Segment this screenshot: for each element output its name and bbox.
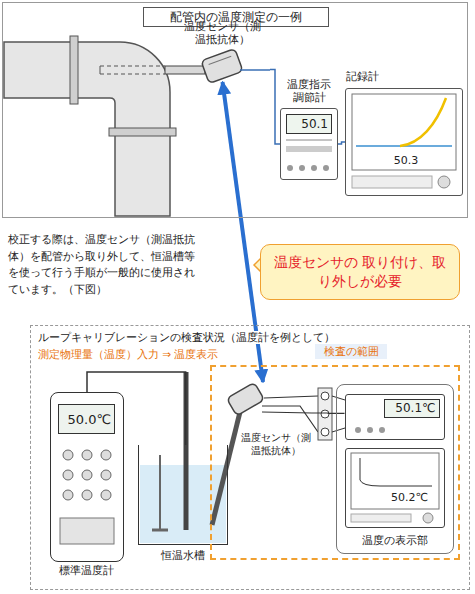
sensor-head (165, 66, 205, 74)
node-title: 50.0℃ (58, 404, 115, 434)
terminal-block (318, 388, 345, 440)
sensor-head-bottom (264, 396, 318, 398)
terminal-block (332, 428, 345, 432)
node-title: 温度指示調節計 (285, 78, 333, 104)
thermometer-keys (60, 518, 114, 544)
sensor: 温度センサ（測温抵抗体） (175, 20, 270, 82)
pipe (4, 36, 176, 216)
indicator-panel (351, 427, 439, 523)
recorder-box: 記録計50.3 (345, 88, 463, 196)
controller-panel (299, 165, 305, 171)
thermometer-keys (101, 450, 111, 460)
terminal-block (318, 388, 332, 440)
node-title: ループキャリブレーションの検査状況（温度計を例として） (36, 331, 337, 344)
terminal-block (321, 392, 329, 400)
wire (338, 142, 345, 144)
panel: 配管内の温度測定の一例温度センサ（測温抵抗体）温度指示調節計50.1記録計50.… (2, 2, 468, 218)
thermometer-keys (82, 470, 92, 480)
sensor-head-bottom (262, 406, 318, 432)
pipe (109, 128, 176, 136)
water-bath: 恒温水槽 (138, 445, 228, 545)
terminal-block (321, 410, 329, 418)
sensor-head (201, 49, 243, 84)
node-text: 標準温度計 (39, 564, 134, 577)
sensor-head (240, 69, 270, 71)
controller-panel (323, 165, 329, 171)
thermometer-keys (101, 490, 111, 500)
callout-box: 温度センサの 取り付け、取り外しが必要 (260, 244, 460, 300)
indicator-box: 50.1℃ (345, 394, 445, 440)
node-title: 温度センサ（測温抵抗体） (240, 432, 312, 457)
sensor-head-bottom (227, 382, 265, 415)
thermometer-keys (82, 450, 92, 460)
sensor-head (209, 56, 232, 64)
pipe (100, 74, 165, 75)
inspection-range: 検査の範囲温度センサ（測温抵抗体）温度の表示部50.1℃50.2℃ (210, 365, 460, 560)
node-title: 温度の表示部 (337, 534, 452, 547)
controller-box: 温度指示調節計50.1 (280, 108, 338, 180)
controller-panel (287, 165, 293, 171)
thermometer-keys (82, 490, 92, 500)
indicator-panel (360, 458, 432, 486)
node-text: 50.1 (286, 114, 332, 134)
indicator-panel (351, 514, 411, 522)
pipe (100, 66, 165, 67)
bath-water (140, 465, 226, 543)
node-title: 記録計 (346, 70, 406, 83)
node-title: 温度センサ（測温抵抗体） (181, 20, 263, 46)
indicator-panel (355, 427, 361, 433)
inspection-frame: ループキャリブレーションの検査状況（温度計を例として） 測定物理量（温度）入力 ⇒… (30, 325, 470, 590)
sensor-head (201, 49, 243, 84)
recorder-box: 50.2℃ (345, 448, 445, 528)
recorder-screen (352, 94, 456, 170)
node-text: 50.3 (386, 154, 426, 167)
note-text: 校正する際は、温度センサ（測温抵抗体）を配管から取り外して、恒温槽等を使って行う… (8, 232, 198, 298)
sensor: 温度センサ（測温抵抗体） (214, 382, 312, 464)
recorder-screen (352, 176, 432, 188)
pipe (70, 36, 78, 104)
thermometer-keys (63, 490, 73, 500)
recorder-screen (352, 94, 456, 188)
controller-panel (286, 146, 332, 152)
thermometer-keys (63, 470, 73, 480)
node-title: 恒温水槽 (139, 549, 226, 562)
controller-panel (311, 165, 317, 171)
sensor-head (165, 49, 270, 84)
standard-thermometer: 50.0℃標準温度計 (50, 392, 124, 562)
node-title: 50.1℃ (384, 399, 440, 418)
indicator-panel (367, 427, 373, 433)
terminal-block (332, 396, 345, 400)
sensor-head-bottom (212, 412, 240, 525)
indicator-panel (379, 427, 385, 433)
bath-water (152, 529, 168, 532)
indicator-panel (351, 453, 439, 509)
thermometer-keys (60, 450, 114, 544)
wire (312, 412, 345, 413)
controller-panel (286, 140, 332, 141)
bath-water (159, 455, 161, 530)
sensor-head-bottom (227, 382, 265, 415)
wire (270, 70, 280, 144)
display-unit: 温度の表示部 50.1℃ 50.2℃ (336, 384, 454, 554)
node-title: 検査の範囲 (315, 344, 387, 359)
thermometer-keys (63, 450, 73, 460)
indicator-panel (423, 513, 433, 523)
controller-panel (286, 140, 332, 171)
recorder-screen (400, 98, 446, 146)
node-title: 50.2℃ (386, 491, 434, 504)
node-text: 測定物理量（温度）入力 ⇒ 温度表示 (36, 348, 220, 361)
pipe (100, 66, 101, 74)
node-title: 温度センサの 取り付け、取り外しが必要 (267, 253, 453, 291)
terminal-block (321, 428, 329, 436)
recorder-screen (438, 176, 450, 188)
thermometer-keys (101, 470, 111, 480)
